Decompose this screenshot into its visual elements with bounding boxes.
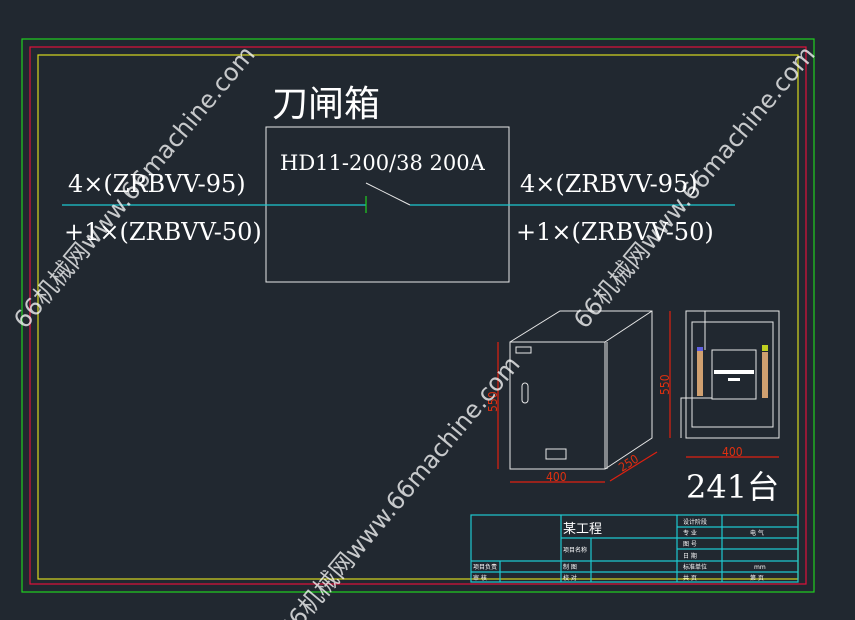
project-lead-label: 项目负责 [473,563,497,571]
unit-label: 标准单位 [683,563,707,571]
drawn-label: 制 图 [563,563,577,571]
drawing-no-label: 图 号 [683,541,697,548]
title-block: 某工程 项目名称 项目负责 审 核 制 图 校 对 设计阶段 专 业 电 气 图… [470,514,799,583]
cabinet-inner-view: 550 400 [658,310,780,459]
outer-frame [21,38,815,593]
page-label: 第 页 [750,574,764,582]
cable-out-line2: +1×(ZRBVV-50) [516,218,714,246]
check-label: 校 对 [563,574,577,582]
project-name-label: 项目名称 [563,546,587,554]
cable-out-line1: 4×(ZRBVV-95) [520,170,698,198]
review-label: 审 核 [473,574,487,582]
cabinet-front-view: 550 400 250 [486,310,658,484]
switch-blade [365,182,411,206]
switch-label: HD11-200/38 200A [280,151,486,175]
inner-frame [37,54,799,580]
inner-height-dim: 550 [658,374,672,395]
cable-in-line2: +1×(ZRBVV-50) [64,218,262,246]
stage-label: 设计阶段 [683,518,707,526]
discipline-value: 电 气 [750,529,764,537]
unit-value: mm [754,564,766,571]
discipline-label: 专 业 [683,529,697,537]
front-height-dim: 550 [486,391,500,412]
total-pages-label: 共 页 [683,574,697,582]
front-depth-dim: 250 [616,452,641,475]
cable-in-line1: 4×(ZRBVV-95) [68,170,246,198]
red-frame [29,46,807,585]
date-label: 日 期 [683,552,697,560]
quantity-label: 241台 [686,468,779,506]
diagram-title: 刀闸箱 [272,84,380,125]
project-title: 某工程 [563,522,602,537]
front-width-dim: 400 [546,470,567,484]
inner-width-dim: 400 [722,445,743,459]
